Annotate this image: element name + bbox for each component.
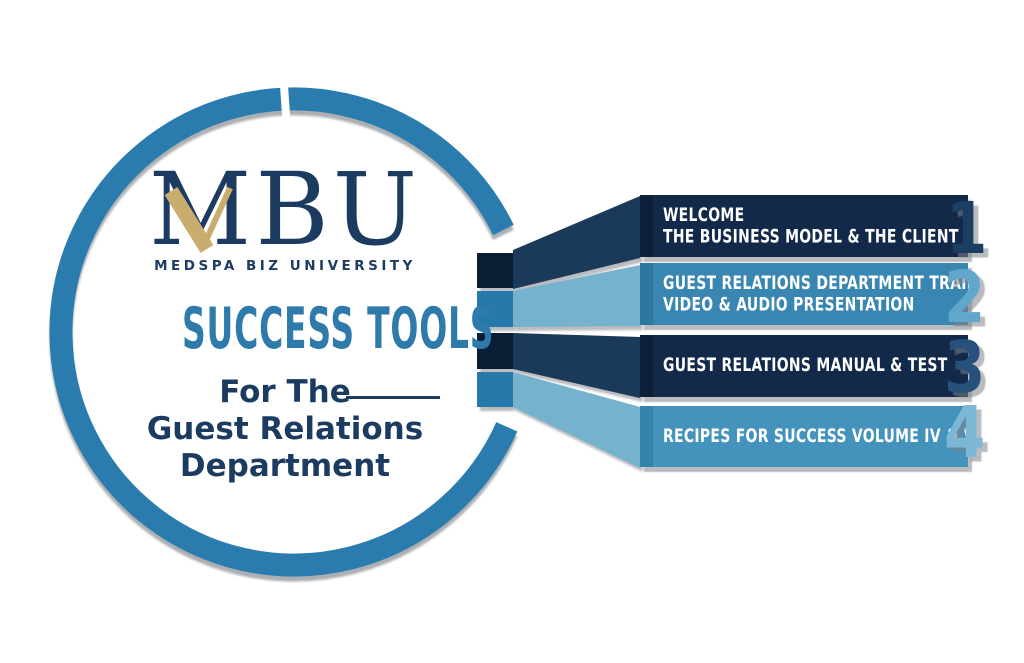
step-number-2: 2 [944,256,986,340]
step-number-1: 1 [946,187,988,271]
step-number-3: 3 [944,326,986,410]
step-bar-3-text: GUEST RELATIONS MANUAL & TEST [663,354,968,377]
step-bar-1-text: WELCOME THE BUSINESS MODEL & THE CLIENT … [663,204,1024,247]
main-title: SUCCESS TOOLS [130,296,493,362]
step-bar-3: GUEST RELATIONS MANUAL & TEST [640,335,968,397]
connector-spine [477,253,513,407]
step-2-line-2: VIDEO & AUDIO PRESENTATION [663,292,915,315]
main-title-text: SUCCESS TOOLS [182,296,495,363]
subtitle-line-1: For The [219,374,351,410]
logo-subtitle: MEDSPA BIZ UNIVERSITY [154,258,416,274]
step-1-line-2: THE BUSINESS MODEL & THE CLIENT JOURNEY [663,224,1024,247]
step-bar-2: GUEST RELATIONS DEPARTMENT TRAINING VIDE… [640,263,1008,325]
step-bar-2-text: GUEST RELATIONS DEPARTMENT TRAINING VIDE… [663,272,1008,315]
decorative-rule [346,396,440,399]
step-4-line-1: RECIPES FOR SUCCESS VOLUME IV & V [663,424,975,447]
connector-trapezoids [513,196,640,468]
step-number-4: 4 [944,391,986,475]
step-1-line-1: WELCOME [663,204,745,226]
step-bar-1: WELCOME THE BUSINESS MODEL & THE CLIENT … [640,195,1024,257]
step-2-line-1: GUEST RELATIONS DEPARTMENT TRAINING [663,272,1008,294]
logo-acronym: MBU [148,151,422,268]
ring-notch [279,82,291,120]
step-bar-4-text: RECIPES FOR SUCCESS VOLUME IV & V [663,424,975,447]
step-3-line-1: GUEST RELATIONS MANUAL & TEST [663,354,948,376]
subtitle-block: For The Guest Relations Department [110,374,460,485]
subtitle-line-3: Department [179,448,391,484]
step-bar-4: RECIPES FOR SUCCESS VOLUME IV & V [640,406,975,467]
circle-ring [49,87,518,577]
subtitle-line-2: Guest Relations [146,411,424,447]
